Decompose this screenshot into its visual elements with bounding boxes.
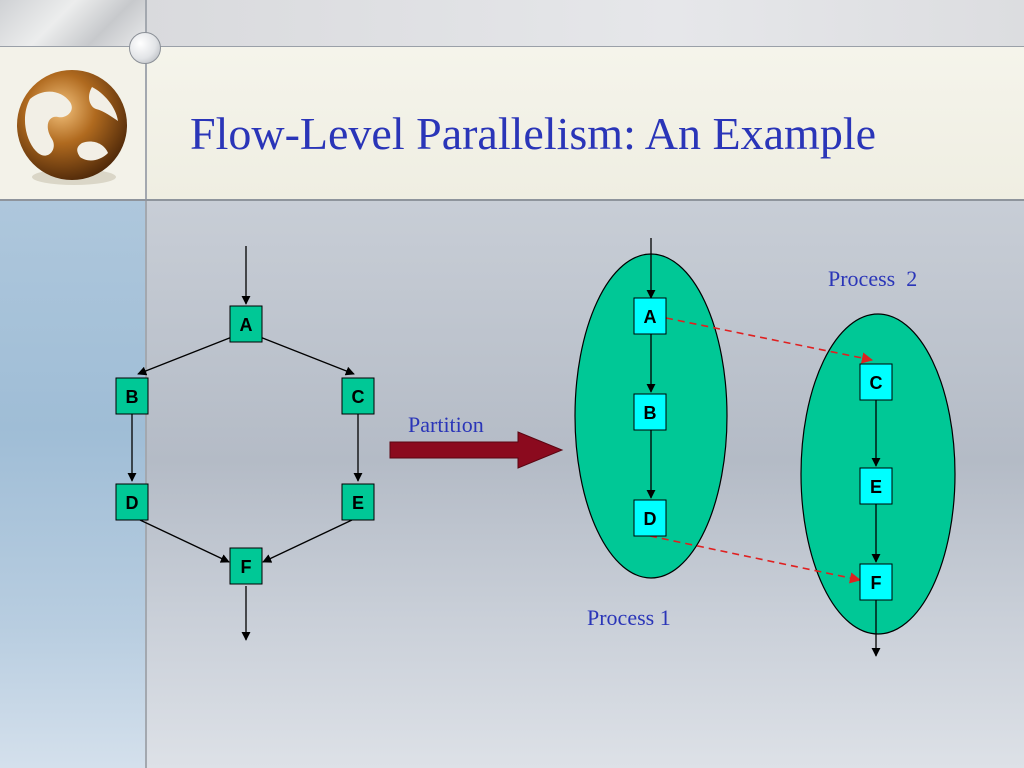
process1-label: Process 1 xyxy=(587,605,671,630)
left-graph-node-c: C xyxy=(341,377,375,415)
header-top-strip xyxy=(145,0,1024,47)
header-divider xyxy=(0,199,1024,201)
process1-node-b: B xyxy=(633,393,667,431)
left-graph-node-e: E xyxy=(341,483,375,521)
process1-node-a: A xyxy=(633,297,667,335)
edge-e-f xyxy=(262,519,353,563)
partition-arrow xyxy=(389,431,564,469)
logo-area xyxy=(0,47,145,199)
partition-label: Partition xyxy=(408,412,484,437)
globe-icon xyxy=(17,70,127,185)
left-top-decor xyxy=(0,0,145,47)
process2-label: Process 2 xyxy=(828,266,917,291)
svg-text:F: F xyxy=(871,573,882,593)
svg-text:E: E xyxy=(870,477,882,497)
left-decor-column xyxy=(0,0,145,768)
edge-d-f xyxy=(139,519,230,563)
svg-text:D: D xyxy=(644,509,657,529)
svg-text:D: D xyxy=(126,493,139,513)
left-graph-node-d: D xyxy=(115,483,149,521)
process2-node-e: E xyxy=(859,467,893,505)
svg-text:F: F xyxy=(241,557,252,577)
process2-node-c: C xyxy=(859,363,893,401)
svg-text:E: E xyxy=(352,493,364,513)
svg-text:A: A xyxy=(644,307,657,327)
process2-node-f: F xyxy=(859,563,893,601)
edge-a-c xyxy=(259,336,355,376)
svg-text:A: A xyxy=(240,315,253,335)
left-graph-node-a: A xyxy=(229,305,263,343)
page-title: Flow-Level Parallelism: An Example xyxy=(190,108,877,159)
svg-text:B: B xyxy=(644,403,657,423)
decor-knob xyxy=(129,32,161,64)
process1-node-d: D xyxy=(633,499,667,537)
svg-text:C: C xyxy=(870,373,883,393)
edge-a-b xyxy=(137,336,233,376)
left-graph-edges xyxy=(127,246,363,641)
svg-text:B: B xyxy=(126,387,139,407)
svg-text:C: C xyxy=(352,387,365,407)
left-graph-node-f: F xyxy=(229,547,263,585)
left-graph-node-b: B xyxy=(115,377,149,415)
